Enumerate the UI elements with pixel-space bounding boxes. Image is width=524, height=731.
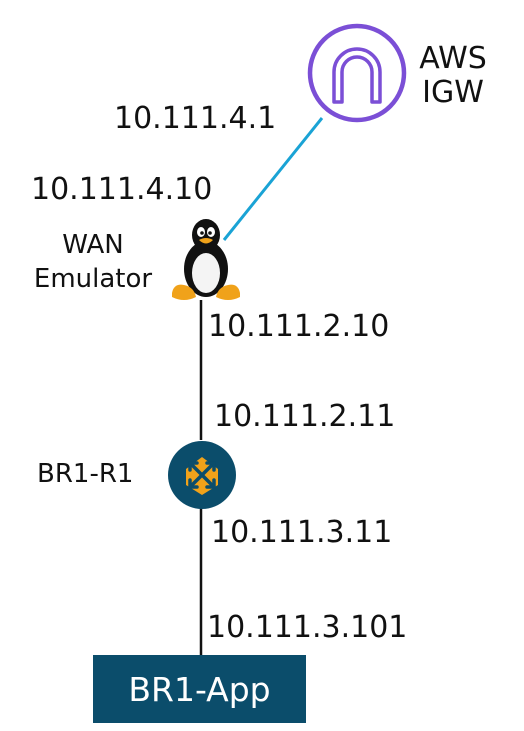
app-ip-label: 10.111.3.101 <box>207 610 408 645</box>
router-label: BR1-R1 <box>37 459 134 489</box>
br1-app-label: BR1-App <box>128 669 271 709</box>
br1-app-node: BR1-App <box>93 655 306 723</box>
igw-ip-label: 10.111.4.1 <box>114 101 277 136</box>
wan-emulator-label: WAN Emulator <box>33 230 153 294</box>
igw-label: AWS IGW <box>419 41 487 110</box>
linux-penguin-icon <box>172 219 240 300</box>
igw-wan-link <box>222 117 324 241</box>
router-downstream-ip-label: 10.111.3.11 <box>211 515 393 550</box>
wan-upstream-ip-label: 10.111.4.10 <box>31 172 213 207</box>
aws-internet-gateway-icon <box>307 23 407 123</box>
router-upstream-ip-label: 10.111.2.11 <box>214 399 396 434</box>
wan-downstream-ip-label: 10.111.2.10 <box>208 309 390 344</box>
router-icon <box>168 441 236 509</box>
